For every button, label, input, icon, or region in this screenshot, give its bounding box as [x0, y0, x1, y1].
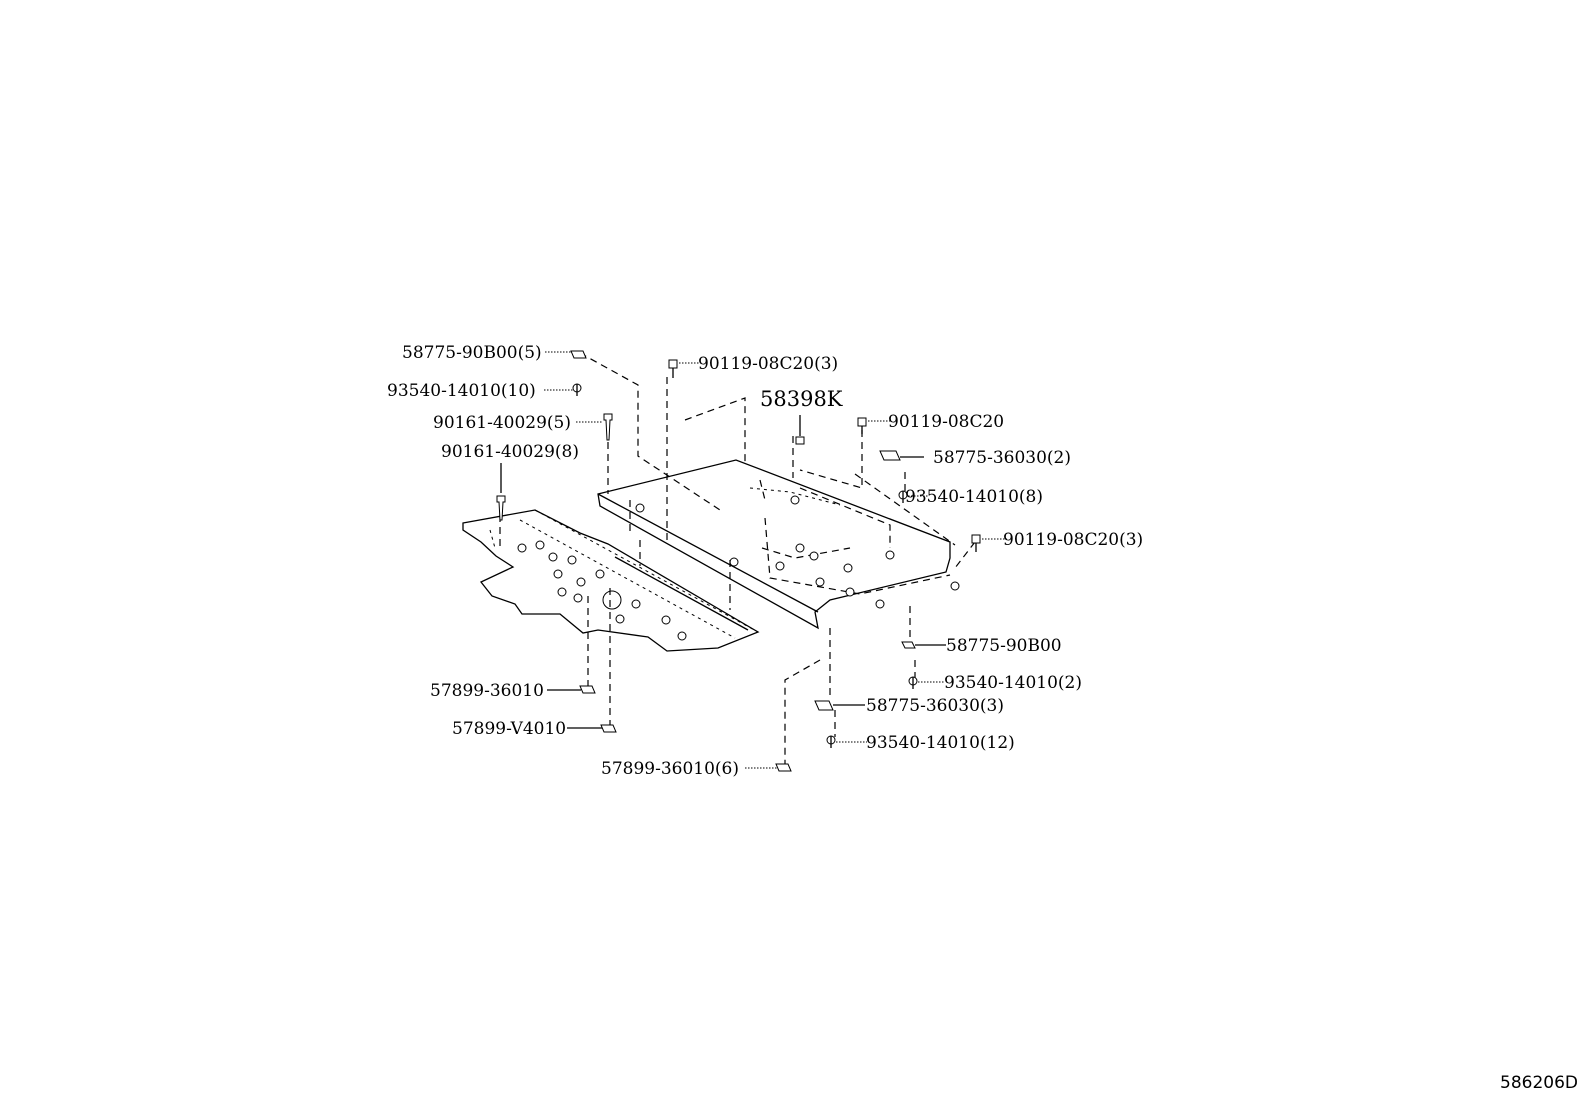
label-58775-90b00-5[interactable]: 58775-90B00(5)	[402, 343, 542, 363]
label-57899-36010[interactable]: 57899-36010	[430, 681, 544, 701]
left-floor-panel	[462, 509, 760, 652]
grommet-icon	[795, 436, 805, 445]
under-cover-58398k	[597, 459, 960, 630]
label-93540-14010-8[interactable]: 93540-14010(8)	[905, 487, 1043, 507]
clip-icon	[901, 641, 916, 649]
bolt-icon	[857, 417, 867, 434]
assembly-lines	[499, 352, 976, 765]
clip-icon	[879, 450, 901, 461]
label-57899-36010-6[interactable]: 57899-36010(6)	[601, 759, 739, 779]
clip-icon	[814, 700, 834, 711]
bolt-icon	[496, 495, 506, 521]
leader-lines	[500, 351, 1007, 769]
fasteners	[496, 350, 981, 772]
label-90119-08c20-3-right[interactable]: 90119-08C20(3)	[1003, 530, 1143, 550]
figure-reference: 586206D	[1500, 1073, 1578, 1093]
bolt-icon	[668, 359, 678, 378]
label-90119-08c20[interactable]: 90119-08C20	[888, 412, 1004, 432]
nut-icon	[579, 685, 596, 694]
nut-icon	[600, 724, 617, 733]
label-90119-08c20-3-top[interactable]: 90119-08C20(3)	[698, 354, 838, 374]
label-93540-14010-12[interactable]: 93540-14010(12)	[866, 733, 1015, 753]
clip-icon	[570, 350, 587, 359]
bolt-icon	[603, 413, 613, 441]
bolt-icon	[971, 534, 981, 552]
label-90161-40029-8[interactable]: 90161-40029(8)	[441, 442, 579, 462]
label-58775-36030-3[interactable]: 58775-36030(3)	[866, 696, 1004, 716]
label-58775-36030-2[interactable]: 58775-36030(2)	[933, 448, 1071, 468]
part-labels: 58775-90B00(5) 93540-14010(10) 90161-400…	[387, 343, 1143, 779]
label-93540-14010-10[interactable]: 93540-14010(10)	[387, 381, 536, 401]
label-58398k[interactable]: 58398K	[760, 387, 843, 411]
nut-icon	[775, 763, 792, 772]
screw-icon	[898, 490, 908, 503]
label-58775-90b00[interactable]: 58775-90B00	[946, 636, 1062, 656]
label-93540-14010-2[interactable]: 93540-14010(2)	[944, 673, 1082, 693]
label-57899-v4010[interactable]: 57899-V4010	[452, 719, 566, 739]
screw-icon	[572, 383, 582, 396]
label-90161-40029-5[interactable]: 90161-40029(5)	[433, 413, 571, 433]
screw-icon	[908, 676, 918, 689]
screw-icon	[826, 735, 836, 748]
